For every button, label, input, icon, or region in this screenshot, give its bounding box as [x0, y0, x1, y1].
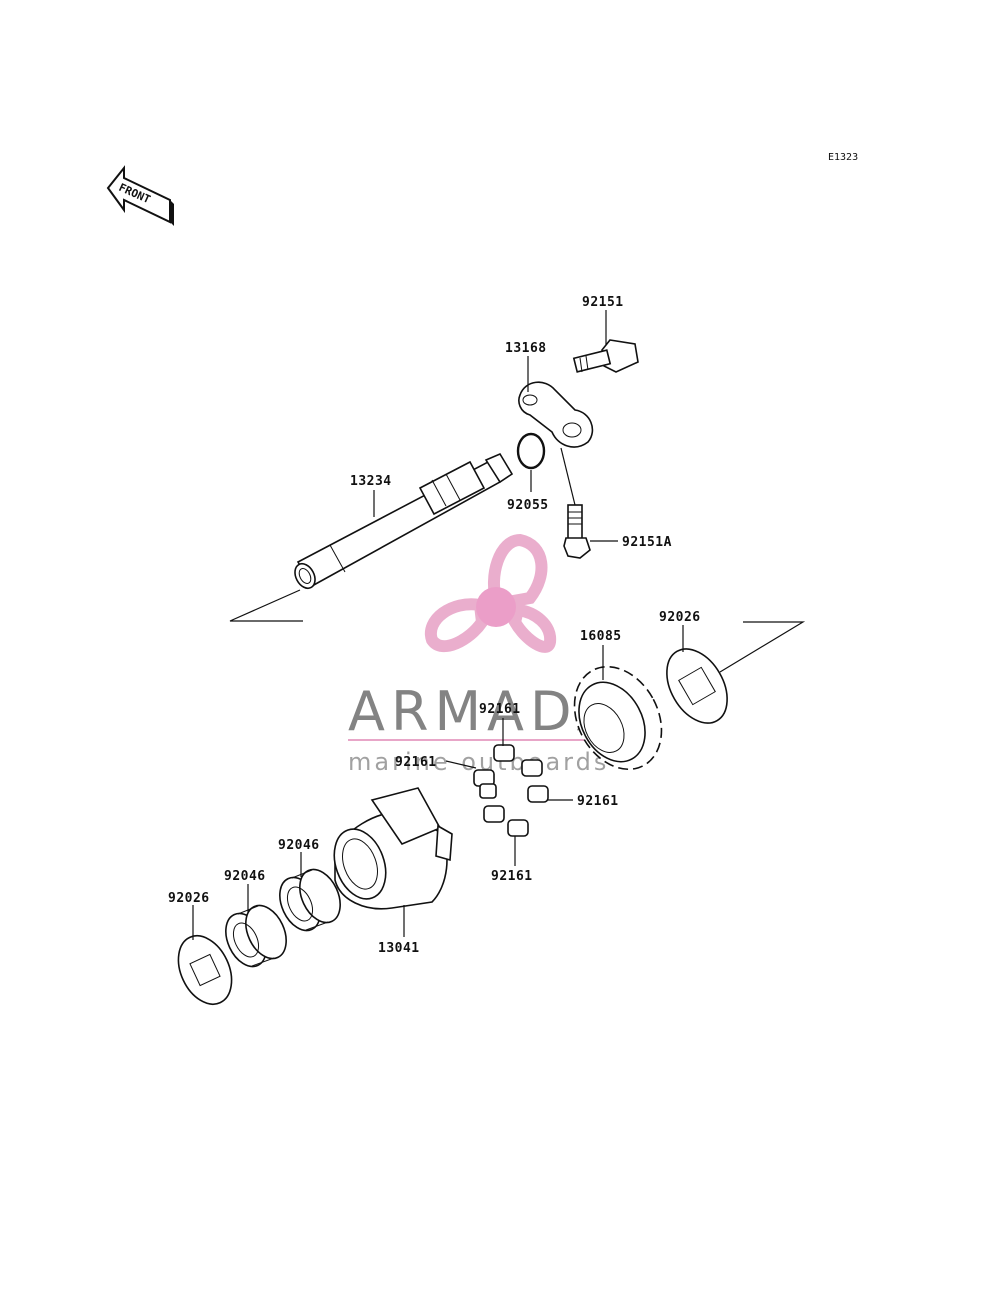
bolt-92151a[interactable] — [563, 504, 591, 559]
diagram-code: E1323 — [828, 152, 858, 163]
front-arrow-icon: FRONT — [106, 165, 174, 226]
label-92161-right[interactable]: 92161 — [577, 794, 619, 809]
label-92161-left[interactable]: 92161 — [395, 755, 437, 770]
damper-rubbers-92161[interactable] — [473, 744, 549, 837]
label-92161-bottom[interactable]: 92161 — [491, 869, 533, 884]
label-92026-right[interactable]: 92026 — [659, 610, 701, 625]
gear-16085[interactable] — [557, 652, 678, 785]
label-13168[interactable]: 13168 — [505, 341, 547, 356]
label-16085[interactable]: 16085 — [580, 629, 622, 644]
needle-bearing-92046-left[interactable] — [218, 899, 294, 973]
label-13041[interactable]: 13041 — [378, 941, 420, 956]
washer-92026-right[interactable] — [654, 638, 739, 733]
clutch-hub-13041[interactable] — [325, 787, 453, 910]
shaft-13234[interactable] — [291, 452, 514, 592]
washer-92026-left[interactable] — [168, 927, 242, 1013]
label-92151[interactable]: 92151 — [582, 295, 624, 310]
label-92046-right[interactable]: 92046 — [278, 838, 320, 853]
leader-axis-bolt — [560, 447, 576, 506]
label-92026-left[interactable]: 92026 — [168, 891, 210, 906]
label-92151a[interactable]: 92151A — [622, 535, 672, 550]
label-92055[interactable]: 92055 — [507, 498, 549, 513]
armada-logo: ARMADA marine outboards — [348, 533, 650, 776]
label-92161-top[interactable]: 92161 — [479, 702, 521, 717]
label-92046-left[interactable]: 92046 — [224, 869, 266, 884]
lever-13168[interactable] — [518, 381, 594, 448]
bolt-92151[interactable] — [572, 339, 639, 373]
propeller-icon — [424, 533, 557, 653]
axis-line-right — [719, 621, 806, 673]
o-ring-92055[interactable] — [516, 432, 546, 470]
label-13234[interactable]: 13234 — [350, 474, 392, 489]
needle-bearing-92046-right[interactable] — [272, 863, 348, 937]
axis-line-left — [229, 589, 303, 622]
brand-name: ARMADA — [348, 680, 620, 743]
leader-92161-left — [445, 760, 477, 769]
